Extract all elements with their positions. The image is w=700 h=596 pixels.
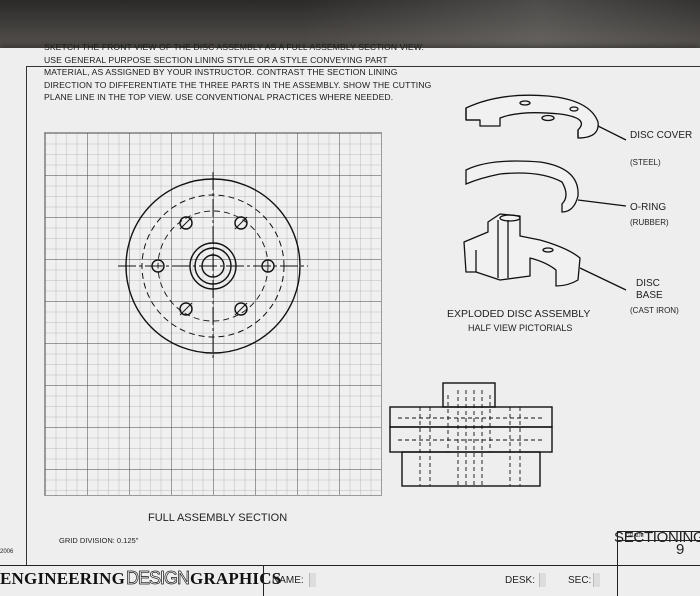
hidden-lines [398, 390, 545, 486]
hub-top-outline [442, 382, 496, 408]
bolt-hole [234, 216, 248, 230]
bolt-hole [179, 216, 193, 230]
front-view-drawing [389, 382, 553, 487]
desk-glare [300, 0, 700, 50]
pictorial-subcaption: HALF VIEW PICTORIALS [468, 323, 573, 333]
brand-right: GRAPHICS [190, 569, 282, 588]
name-field[interactable] [309, 573, 316, 587]
brand-mid: DESIGN [126, 568, 191, 589]
brand-left: ENGINEERING [0, 569, 126, 588]
disc-cover-material: (STEEL) [630, 158, 661, 167]
desk-field[interactable] [539, 573, 546, 587]
copyright-year: 2006 [0, 549, 14, 555]
section-view-title: FULL ASSEMBLY SECTION [148, 512, 288, 524]
disc-base-pictorial [463, 213, 627, 291]
name-label: NAME: [272, 575, 304, 586]
name-cell: NAME: [263, 566, 494, 596]
title-block: ENGINEERINGDESIGNGRAPHICS NAME: DESK: SE… [0, 565, 700, 596]
o-ring-material: (RUBBER) [630, 218, 669, 227]
disc-base-label: DISC BASE [636, 278, 663, 301]
desk-label: DESK: [505, 575, 536, 586]
sec-label: SEC: [568, 575, 592, 586]
bolt-hole [234, 302, 248, 316]
o-ring-pictorial [465, 160, 627, 213]
worksheet-border [26, 66, 700, 590]
disc-cover-label: DISC COVER [630, 130, 693, 141]
bolt-hole [261, 259, 275, 273]
o-ring-label: O-RING [630, 202, 667, 213]
cover-outline [389, 406, 553, 428]
grade-cell [617, 566, 700, 596]
pictorial-caption: EXPLODED DISC ASSEMBLY [447, 308, 591, 320]
grid-division-note: GRID DIVISION: 0.125" [59, 536, 139, 545]
top-view-drawing [118, 172, 308, 360]
disc-cover-pictorial [465, 94, 627, 141]
grade-box: GRADE 9 [617, 531, 700, 566]
unit-title: SECTIONING [614, 529, 700, 546]
bolt-hole [151, 259, 165, 273]
disc-base-material: (CAST IRON) [630, 306, 679, 315]
bolt-holes [151, 216, 275, 316]
sec-field[interactable] [593, 573, 600, 587]
bolt-hole [179, 302, 193, 316]
base-body-outline [401, 451, 541, 487]
instructions-text: SKETCH THE FRONT VIEW OF THE DISC ASSEMB… [44, 42, 432, 103]
base-flange-outline [389, 426, 553, 453]
grade-label: GRADE [626, 533, 644, 539]
brand-logo: ENGINEERINGDESIGNGRAPHICS [0, 568, 281, 589]
grade-value: 9 [676, 541, 685, 558]
